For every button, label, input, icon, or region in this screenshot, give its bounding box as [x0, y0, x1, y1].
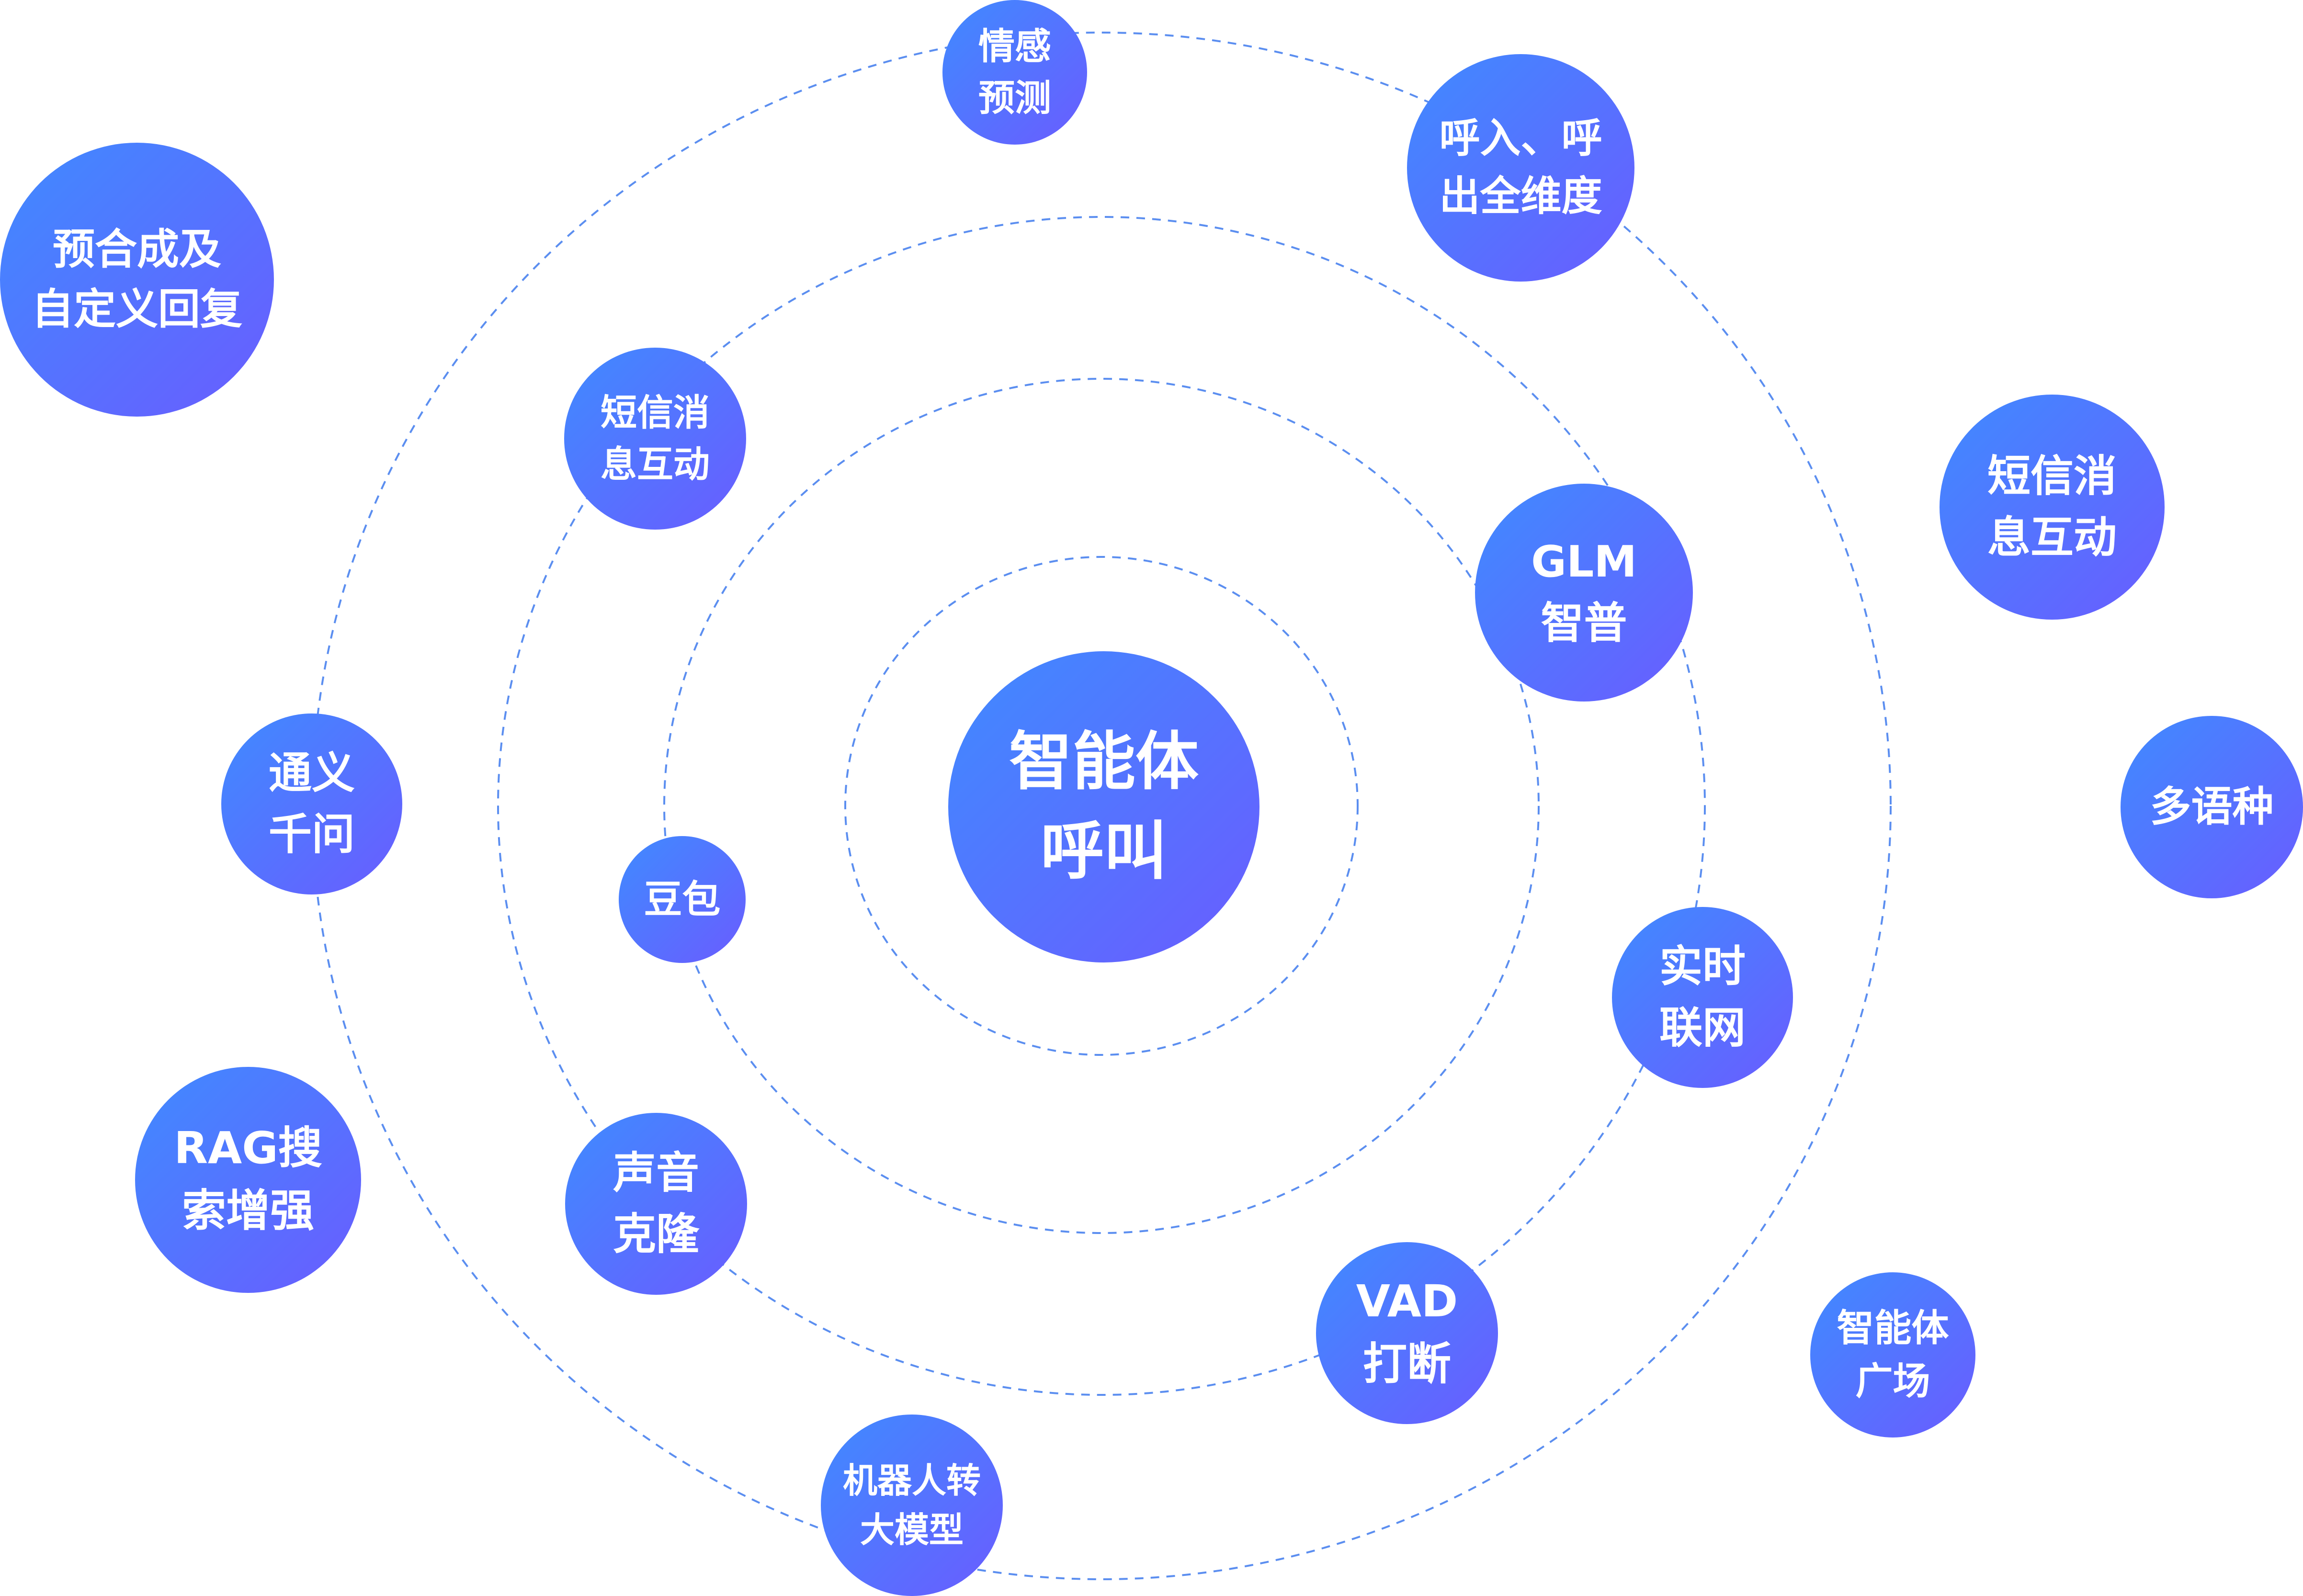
node-inbound-outbound[interactable]: 呼入、呼 出全维度	[1407, 54, 1634, 282]
center-hub[interactable]: 智能体 呼叫	[948, 651, 1259, 962]
node-label-line: 短信消	[1987, 451, 2117, 502]
node-label-line: 大模型	[860, 1509, 964, 1550]
node-presynth-custom-reply[interactable]: 预合成及 自定义回复	[0, 143, 274, 417]
node-label-line: RAG搜	[174, 1122, 322, 1174]
node-label-line: 短信消	[601, 391, 710, 434]
node-tongyi-qianwen[interactable]: 通义 千问	[221, 713, 402, 894]
orbit-ring-1	[844, 556, 1359, 1056]
node-label-line: 索增强	[182, 1185, 314, 1236]
node-label-line: 实时	[1659, 941, 1746, 992]
node-label-line: 千问	[269, 809, 355, 860]
node-label-line: 息互动	[1987, 512, 2117, 563]
node-label-line: 智普	[1541, 598, 1627, 648]
node-rag-search[interactable]: RAG搜 索增强	[135, 1067, 361, 1293]
node-label-line: 多语种	[2150, 783, 2274, 831]
node-label-line: GLM	[1531, 536, 1637, 587]
node-label-line: 息互动	[601, 443, 710, 486]
center-line-2: 呼叫	[1041, 815, 1167, 888]
orbit-ring-2	[663, 378, 1540, 1234]
node-label-line: 情感	[978, 25, 1051, 68]
node-label-line: 机器人转	[842, 1460, 981, 1501]
node-label-line: 自定义回复	[31, 284, 242, 334]
node-realtime-web[interactable]: 实时 联网	[1612, 907, 1793, 1088]
node-vad-interrupt[interactable]: VAD 打断	[1316, 1242, 1498, 1424]
node-sms-interaction-outer[interactable]: 短信消 息互动	[1940, 395, 2165, 620]
node-agent-square[interactable]: 智能体 广场	[1810, 1272, 1975, 1438]
node-label-line: 克隆	[613, 1209, 699, 1259]
node-voice-clone[interactable]: 声音 克隆	[565, 1113, 747, 1295]
node-label-line: 预合成及	[52, 225, 221, 274]
orbit-ring-3	[497, 216, 1706, 1396]
node-multilingual[interactable]: 多语种	[2121, 716, 2303, 898]
node-label-line: 广场	[1855, 1359, 1930, 1403]
node-label-line: 声音	[613, 1148, 699, 1199]
node-sms-interaction-inner[interactable]: 短信消 息互动	[564, 348, 746, 530]
node-label-line: 豆包	[644, 877, 721, 922]
node-label-line: 联网	[1659, 1003, 1746, 1053]
node-label-line: 智能体	[1837, 1306, 1949, 1350]
node-robot-to-llm[interactable]: 机器人转 大模型	[821, 1415, 1003, 1596]
node-doubao[interactable]: 豆包	[619, 836, 746, 963]
node-label-line: VAD	[1356, 1276, 1458, 1327]
node-label-line: 预测	[978, 77, 1051, 119]
node-label-line: 通义	[269, 748, 355, 799]
node-emotion-prediction[interactable]: 情感 预测	[942, 0, 1087, 145]
center-line-1: 智能体	[1009, 724, 1199, 799]
node-glm-zhipu[interactable]: GLM 智普	[1475, 484, 1693, 702]
node-label-line: 出全维度	[1439, 172, 1602, 220]
node-label-line: 呼入、呼	[1439, 114, 1602, 162]
node-label-line: 打断	[1362, 1338, 1451, 1390]
